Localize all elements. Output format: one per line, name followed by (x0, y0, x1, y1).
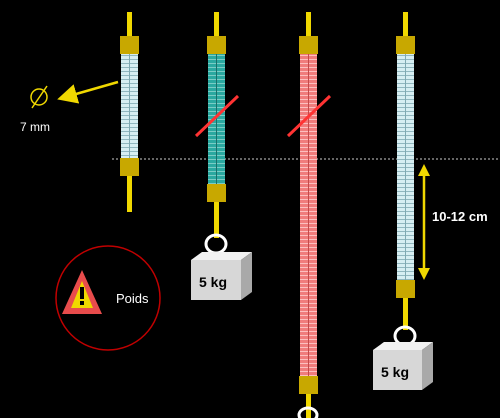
diameter-label: 7 mm (20, 120, 50, 134)
weight-label-1: 5 kg (199, 274, 227, 290)
weight-block-2: 5 kg (373, 325, 433, 390)
strike-mark (286, 94, 332, 138)
weight-block-1: 5 kg (191, 233, 252, 300)
stretch-label: 10-12 cm (432, 209, 488, 224)
cord-3 (286, 12, 332, 418)
diameter-annotation: 7 mm (20, 80, 119, 134)
warning-triangle-icon (62, 270, 102, 314)
cord-4 (396, 12, 415, 330)
diameter-icon (30, 85, 48, 109)
weight-label-2: 5 kg (381, 364, 409, 380)
cord-2 (194, 12, 240, 238)
cord-1 (120, 12, 139, 212)
diameter-arrow (57, 80, 119, 104)
strike-mark (194, 94, 240, 138)
warning-label: Poids (116, 291, 149, 306)
stretch-annotation: 10-12 cm (418, 164, 488, 280)
warning-badge: Poids (55, 245, 161, 351)
